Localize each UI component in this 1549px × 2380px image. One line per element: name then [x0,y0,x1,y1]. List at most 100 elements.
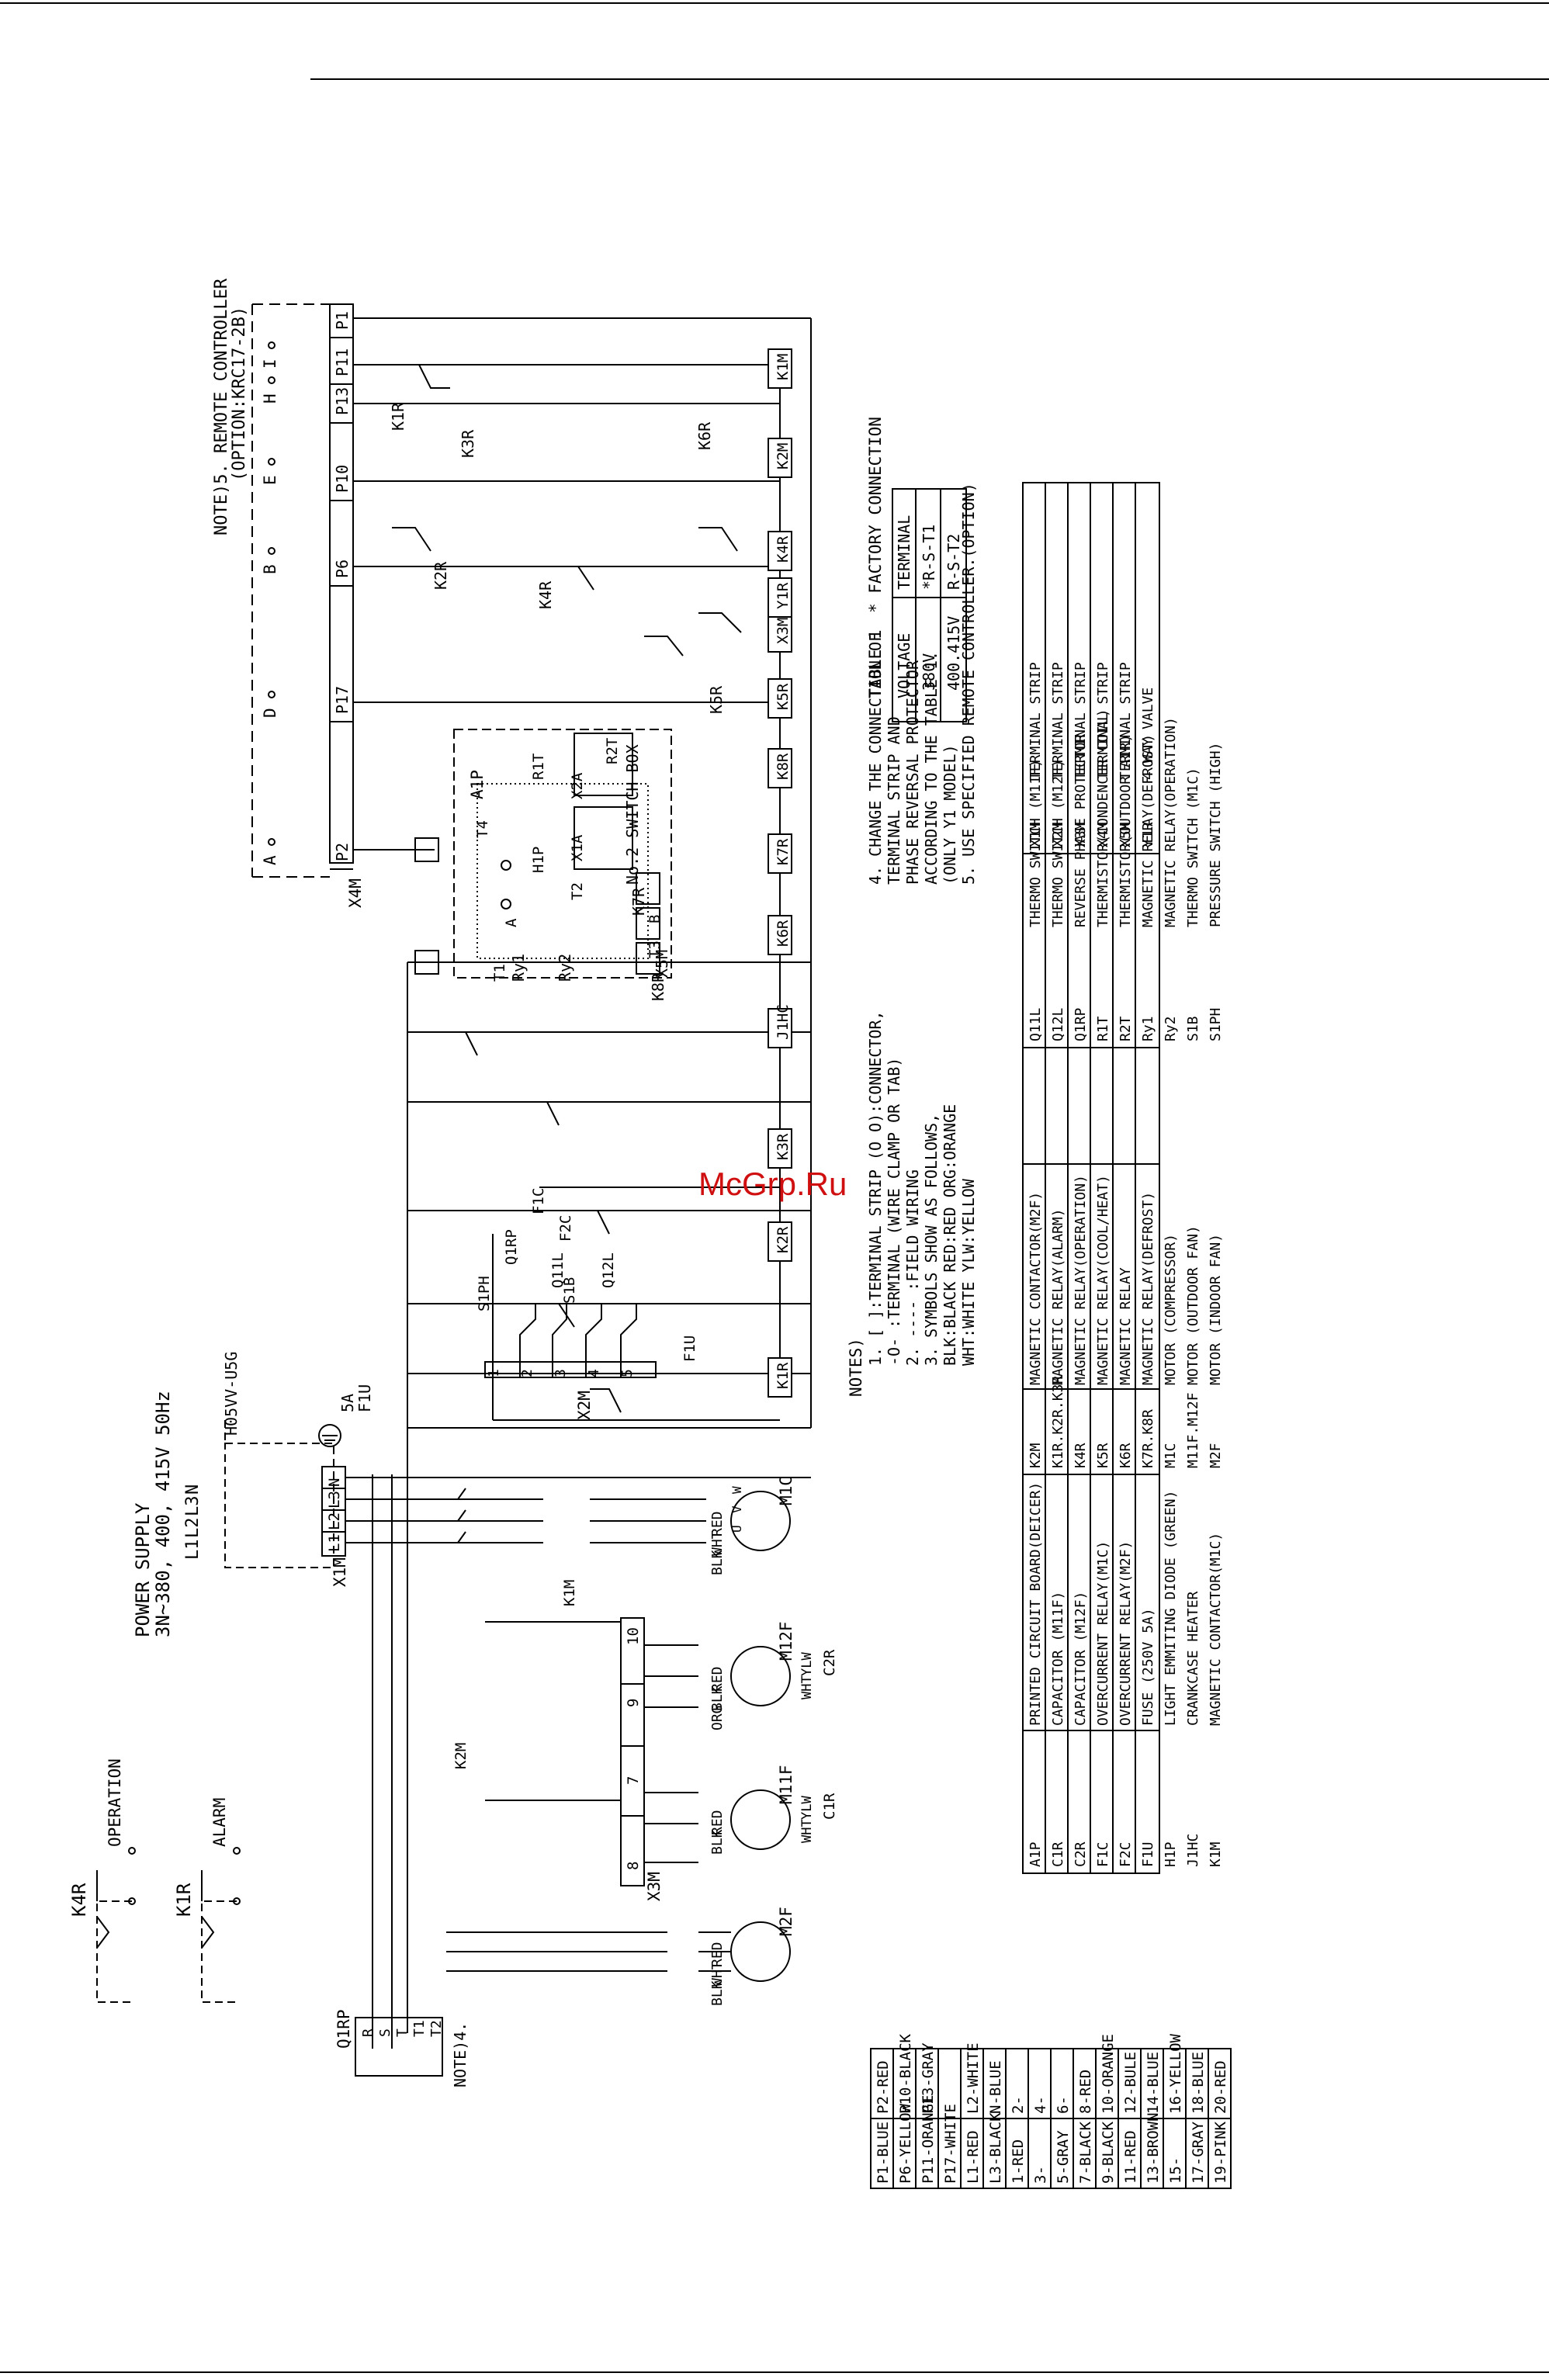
x1m-terminal-l1: L1 [326,1534,343,1552]
legend-desc-k4r: MAGNETIC RELAY(OPERATION) [1073,1175,1089,1385]
x5m-label: X5M [653,950,671,978]
motor-m11f: M11F [777,1765,795,1804]
coil-k5r [768,678,792,719]
legend-desc-a1p: PRINTED CIRCUIT BOARD(DEICER) [1027,1482,1044,1726]
legend-desc-x2m: TERMINAL STRIP [1050,662,1066,780]
capacitor-c1r: C1R [821,1793,838,1820]
legend-code-c2r: C2R [1073,1841,1089,1867]
wire-colour-10-orange: 10-ORANGE [1100,2034,1117,2114]
legend-code-m1c: M1C [1163,1443,1179,1468]
coil-label-k1m: K1M [774,354,792,380]
wire-colour-4: 4- [1032,2096,1049,2114]
motors [446,1491,791,1982]
legend-desc-h1p: LIGHT EMMITING DIODE (GREEN) [1163,1491,1179,1726]
wire-colour-p2-red: P2-RED [875,2060,892,2114]
legend-desc-c1r: CAPACITOR (M11F) [1050,1592,1066,1726]
note-line-2: 2. ---- :FIELD WIRING [903,1169,922,1366]
wire-colour-p6-yellow: P6-YELLOW [897,2103,914,2184]
x4m-terminal-p10: P10 [333,465,352,493]
x2m-label: X2M [575,1391,594,1420]
legend-code-y1r: Y1R [1140,822,1156,847]
motor-terminal-u: U [729,1525,744,1533]
legend-desc-x3m: TERMINAL STRIP [1073,662,1089,780]
q1rp-box [355,2017,443,2077]
cap-wire-wht: WHT [799,1819,815,1843]
wire-colour-17-gray: 17-GRAY [1190,2121,1207,2184]
coil-label-k2r: K2R [774,1226,792,1253]
legend-code-x1m: X1M [1027,822,1044,847]
a1p-point-a: A [503,918,520,927]
legend-desc-s1b: THERMO SWITCH (M1C) [1185,767,1201,927]
remote-terminal-d: D [261,708,279,718]
legend-code-s1ph: S1PH [1208,1008,1224,1041]
legend-desc-c2r: CAPACITOR (M12F) [1073,1592,1089,1726]
legend-code-k6r: K6R [1118,1443,1134,1468]
x4m-terminal-p6: P6 [333,559,352,578]
coil-x3m [768,612,792,653]
remote-terminal-a: A [261,855,279,865]
relay-label-k8r: K8R [649,972,667,1001]
coil-label-y1r: Y1R [774,582,792,609]
remote-terminal-e: E [261,475,279,485]
legend-desc-r2t: THERMISTOR(OUTDOOR AIR) [1118,734,1134,927]
remote-terminal-node [268,547,275,555]
motor-wire-wht: WHT [709,1961,726,1987]
output-relay-k4r: K4R [68,1883,90,1917]
wire-colour-p13-gray: P13-GRAY [920,2042,937,2114]
wire-colour-8-red: 8-RED [1077,2070,1094,2114]
note-line-3: 3. SYMBOLS SHOW AS FOLLOWS, [922,1114,941,1366]
legend-desc-m1c: MOTOR (COMPRESSOR) [1163,1234,1179,1385]
wire-colour-18-blue: 18-BLUE [1190,2052,1207,2114]
legend-code-m11f-m12f: M11F.M12F [1185,1392,1201,1468]
legend-desc-k1m: MAGNETIC CONTACTOR(M1C) [1208,1533,1224,1726]
device-label-q1rp: Q1RP [503,1229,520,1265]
ground-symbol [318,1424,341,1447]
coil-label-k1r: K1R [774,1362,792,1389]
x2m-strip [484,1304,657,1378]
legend-table [1022,482,1160,1874]
power-cable-label: H05VV-U5G [222,1352,241,1436]
motor-terminal-w: W [729,1486,744,1494]
device-label-f2c: F2C [557,1215,574,1242]
x2m-terminal-5: 5 [619,1369,636,1377]
output-label-alarm: ALARM [210,1798,229,1847]
relay-label-k3r: K3R [459,429,477,458]
table1-header-voltage: VOLTAGE [895,633,913,698]
coil-label-j1hc: J1HC [774,1004,792,1040]
device-label-k2m: K2M [452,1743,470,1769]
a1p-point-t2: T2 [569,882,586,900]
x2m-terminal-2: 2 [519,1369,535,1377]
motor-wire-wht: WHT [709,1530,726,1556]
wire-colour-p11-orange: P11-ORANGE [920,2095,937,2184]
table1-title: TABLE 1 [866,629,885,698]
legend-code-k2m: K2M [1027,1443,1044,1468]
coil-j1hc [768,1008,792,1048]
remote-controller-bus [251,303,330,878]
relay-label-ry1: Ry1 [509,954,528,982]
legend-code-ry2: Ry2 [1163,1016,1179,1041]
x3m-terminal-7: 7 [625,1776,642,1785]
remote-terminal-b: B [261,564,279,574]
remote-terminal-node [268,691,275,698]
wire-colour-table [870,2048,1232,2189]
legend-desc-f1c: OVERCURRENT RELAY(M1C) [1095,1541,1111,1726]
power-line-l3: L3 [183,1496,203,1517]
output-label-operation: OPERATION [106,1758,124,1847]
x3m-label: X3M [645,1872,664,1901]
coil-label-k8r: K8R [774,753,792,780]
wire-colour-n-blue: N-BLUE [987,2060,1004,2114]
x4m-terminal-p1: P1 [333,311,352,330]
legend-code-r1t: R1T [1095,1016,1111,1041]
coil-label-k6r: K6R [774,920,792,947]
x1m-terminal-l2: L2 [326,1512,343,1530]
x3m-strip [485,1617,698,1886]
legend-code-m2f: M2F [1208,1443,1224,1468]
wire-colour-l1-red: L1-RED [965,2130,982,2184]
legend-desc-k7r-k8r: MAGNETIC RELAY(DEFROST) [1140,1192,1156,1385]
device-label-h1p: H1P [530,847,547,873]
motor-wire-red: RED [709,1511,726,1536]
power-line-n: N [183,1484,203,1495]
motor-wire-red: RED [709,1942,726,1967]
wire-colour-12-bule: 12-BULE [1122,2052,1139,2114]
legend-code-q11l: Q11L [1027,1007,1044,1041]
